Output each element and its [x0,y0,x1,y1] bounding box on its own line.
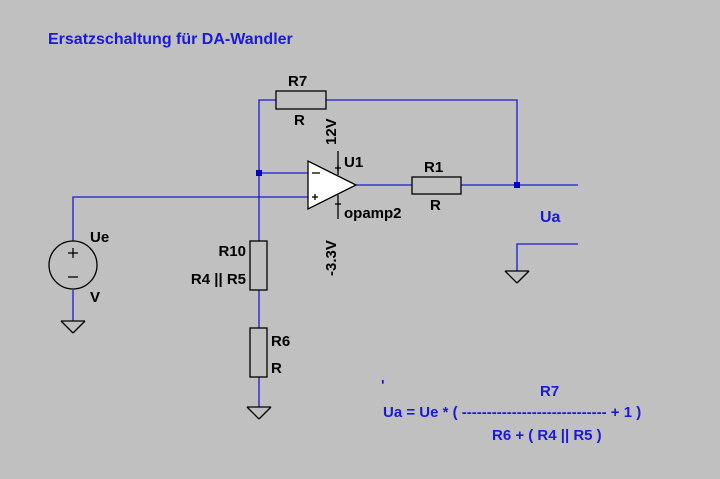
label-source-name: Ue [90,229,109,246]
diagram-title: Ersatzschaltung für DA-Wandler [48,31,293,48]
label-r10-name: R10 [218,243,246,260]
wires [72,99,578,407]
resistor-r6 [249,327,268,378]
resistor-r10 [249,240,268,291]
ground-symbol-divider [246,406,272,420]
label-r1-value: R [430,197,441,214]
formula-mark: ' [381,377,385,394]
opamp-symbol [307,151,358,219]
formula-denominator: R6 + ( R4 || R5 ) [492,427,602,444]
wire-noninverting-input [72,196,308,241]
label-r1-name: R1 [424,159,443,176]
voltage-source-circle [48,240,98,290]
label-opamp-positive-supply: 12V [323,118,340,145]
junction-inverting-node [256,170,262,176]
ground-symbol-output [504,270,530,284]
label-r6-name: R6 [271,333,290,350]
label-opamp-negative-supply: -3.3V [323,240,340,276]
resistor-r1 [411,176,462,195]
wire-output-ground [516,243,578,271]
label-output-ua: Ua [540,209,561,226]
label-opamp-name: U1 [344,154,363,171]
label-r6-value: R [271,360,282,377]
wire-feedback-left [258,99,276,173]
label-source-value: V [90,289,100,306]
formula-numerator: R7 [540,383,559,400]
resistor-r7 [275,90,327,110]
voltage-source-symbol [48,240,98,290]
label-r10-value: R4 || R5 [191,271,246,288]
label-r7-value: R [294,112,305,129]
wire-feedback-right [326,99,518,185]
label-r7-name: R7 [288,73,307,90]
ground-symbol-source [60,320,86,334]
junction-output-node [514,182,520,188]
label-opamp-value: opamp2 [344,205,402,222]
formula-main-line: Ua = Ue * ( ----------------------------… [383,404,641,421]
